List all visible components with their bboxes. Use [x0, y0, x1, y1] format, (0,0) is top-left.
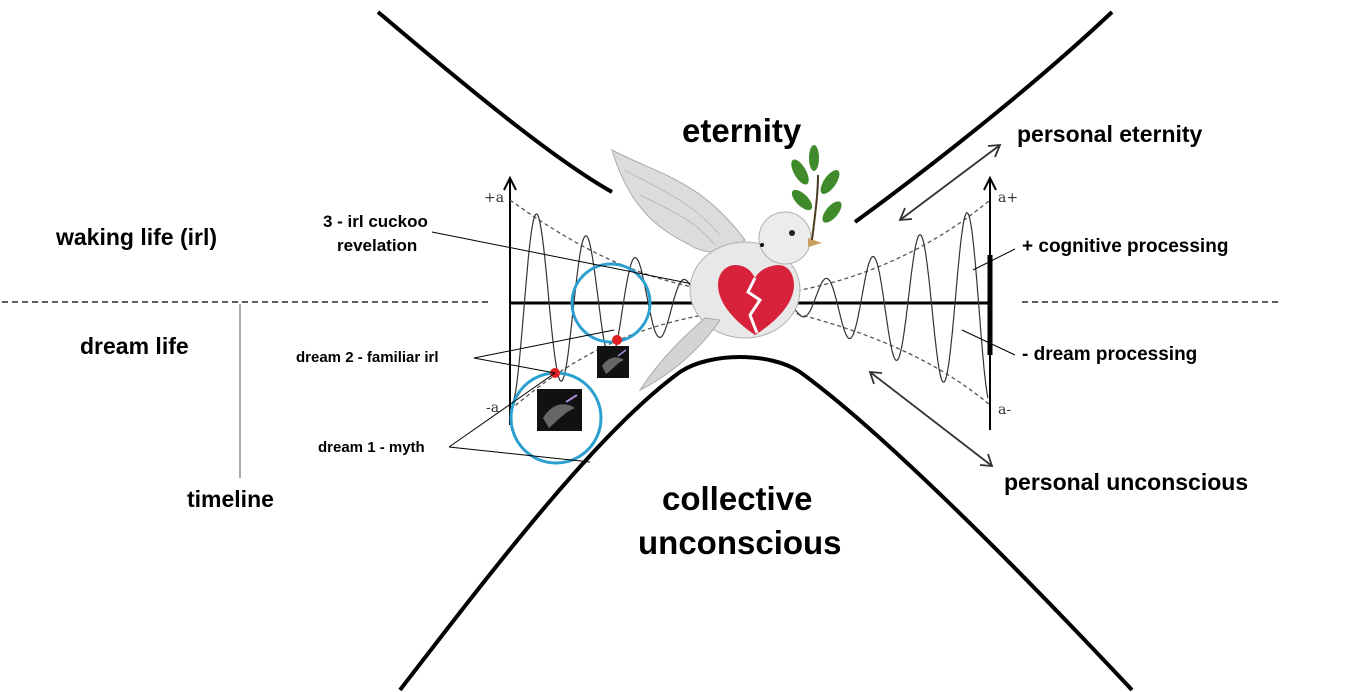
- cognitive-processing-label: + cognitive processing: [1022, 236, 1229, 257]
- right-upper-envelope: [789, 199, 991, 293]
- irl-cuckoo-label-line2: revelation: [337, 236, 418, 255]
- left-axis-bottom-mark: -a: [486, 400, 500, 416]
- waking-life-label: waking life (irl): [56, 224, 218, 250]
- dream-life-label: dream life: [80, 333, 189, 359]
- dream2-circle: [570, 262, 652, 344]
- left-axis-top-mark: +a: [484, 190, 505, 206]
- timeline-label: timeline: [187, 486, 274, 512]
- leader-dream-processing: [961, 329, 1016, 356]
- lower-hyperbola: [398, 355, 1134, 692]
- unconscious-label: unconscious: [638, 524, 842, 561]
- broken-heart-icon: [718, 264, 794, 335]
- dark-dove-icon: [537, 389, 582, 431]
- leader-dream2-a: [473, 329, 615, 359]
- dream1-label: dream 1 - myth: [318, 439, 425, 456]
- collective-label: collective: [662, 480, 813, 517]
- dream2-marker: [612, 335, 622, 345]
- small-dark-dove-icon: [597, 346, 629, 378]
- upper-right-hyperbola-branch: [853, 10, 1114, 224]
- personal-unconscious-arrow: [868, 370, 994, 468]
- right-lower-envelope: [789, 311, 991, 406]
- dream2-label: dream 2 - familiar irl: [296, 349, 439, 366]
- leader-dream1-b: [448, 446, 591, 463]
- eternity-label: eternity: [682, 112, 802, 149]
- left-axis-arrowhead: [503, 175, 517, 191]
- dream-processing-label: - dream processing: [1022, 344, 1198, 365]
- right-axis-arrowhead: [983, 175, 997, 191]
- irl-cuckoo-label-line1: 3 - irl cuckoo: [323, 212, 428, 231]
- upper-left-hyperbola-branch: [376, 10, 613, 194]
- leader-irl-cuckoo: [431, 231, 734, 293]
- right-damped-wave: [789, 212, 989, 399]
- dove-with-olive-branch-icon: [611, 149, 822, 392]
- personal-eternity-arrow: [898, 143, 1002, 222]
- leader-cognitive: [972, 248, 1016, 271]
- left-upper-envelope: [509, 199, 721, 293]
- right-axis-top-mark: a+: [998, 190, 1019, 206]
- leader-dream1-a: [448, 372, 556, 448]
- right-axis-bottom-mark: a-: [998, 402, 1012, 418]
- leader-dream2-b: [473, 357, 556, 374]
- personal-eternity-label: personal eternity: [1017, 121, 1203, 147]
- personal-unconscious-label: personal unconscious: [1004, 469, 1249, 495]
- olive-branch-icon: [791, 145, 842, 241]
